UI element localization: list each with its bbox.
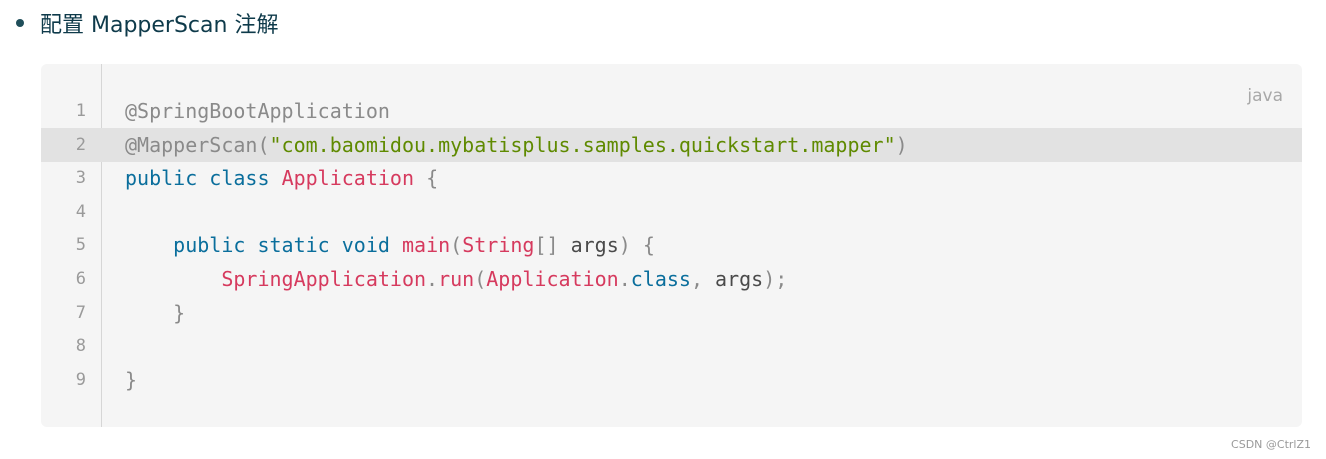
- code-line: 4: [41, 195, 1302, 229]
- code-token: String: [462, 233, 535, 258]
- code-token: .: [426, 267, 439, 291]
- line-number: 4: [75, 201, 86, 222]
- code-token: [414, 166, 426, 190]
- code-line: 2 @MapperScan("com.baomidou.mybatisplus.s…: [41, 127, 1302, 162]
- code-token: "com.baomidou.mybatisplus.samples.quicks…: [269, 132, 896, 157]
- code-token: [330, 233, 342, 257]
- line-number: 9: [75, 369, 86, 390]
- code-token: {: [426, 166, 439, 191]
- code-text: }: [125, 296, 185, 330]
- code-token: }: [173, 300, 186, 325]
- code-token: [270, 166, 282, 190]
- code-token: (: [450, 233, 463, 258]
- code-token: [125, 267, 221, 291]
- code-token: void: [341, 233, 390, 258]
- line-number: 2: [75, 134, 86, 155]
- code-token: SpringApplication: [221, 267, 427, 291]
- code-text: @SpringBootApplication: [125, 94, 390, 128]
- code-line: 5 public static void main(String[] args)…: [41, 228, 1302, 262]
- code-line: 1 @SpringBootApplication: [41, 94, 1302, 128]
- code-token: ): [618, 233, 631, 258]
- code-token: @MapperScan: [125, 132, 258, 157]
- code-token: }: [125, 367, 138, 392]
- code-line: 3 public class Application {: [41, 161, 1302, 195]
- code-token: {: [642, 233, 655, 258]
- line-number: 8: [75, 336, 86, 357]
- code-token: [125, 233, 173, 257]
- gutter-divider: [101, 64, 102, 427]
- line-number: 1: [75, 101, 86, 121]
- code-token: (: [257, 132, 270, 157]
- code-token: [631, 233, 643, 257]
- code-token: public: [125, 166, 198, 191]
- watermark: CSDN @CtrlZ1: [1231, 438, 1311, 451]
- code-token: );: [763, 267, 788, 291]
- code-text: @MapperScan("com.baomidou.mybatisplus.sa…: [125, 128, 908, 162]
- line-number: 3: [75, 168, 86, 189]
- code-token: args: [558, 233, 619, 258]
- code-token: class: [630, 267, 691, 291]
- code-token: [245, 233, 257, 257]
- code-token: ,: [690, 267, 704, 291]
- code-text: }: [125, 363, 137, 397]
- section-heading: 配置 MapperScan 注解: [40, 13, 279, 38]
- code-token: [197, 166, 209, 190]
- code-token: .: [618, 267, 631, 291]
- line-number: 6: [75, 269, 86, 289]
- code-line: 6 SpringApplication.run(Application.clas…: [41, 262, 1302, 296]
- code-token: args: [703, 267, 764, 291]
- line-number: 5: [75, 235, 86, 256]
- code-line: 8: [41, 329, 1302, 363]
- code-text: SpringApplication.run(Application.class,…: [125, 262, 787, 296]
- code-token: static: [257, 233, 330, 258]
- code-line: 9}: [41, 363, 1302, 397]
- line-number: 7: [75, 302, 86, 323]
- code-token: class: [209, 166, 270, 191]
- code-token: (: [474, 267, 487, 291]
- code-token: []: [534, 233, 559, 258]
- language-label: java: [1247, 86, 1283, 106]
- code-token: Application: [486, 267, 619, 291]
- code-token: @SpringBootApplication: [125, 99, 390, 123]
- code-token: run: [438, 267, 475, 291]
- code-text: public class Application {: [125, 161, 438, 195]
- code-block: java 1 @SpringBootApplication 2 @MapperScan…: [41, 64, 1302, 427]
- code-token: main: [401, 233, 451, 258]
- code-token: public: [173, 233, 246, 258]
- bullet-icon: [16, 19, 24, 27]
- list-item: 配置 MapperScan 注解: [16, 6, 278, 40]
- code-text: public static void main(String[] args) {: [125, 228, 655, 262]
- code-token: [390, 233, 402, 257]
- code-token: Application: [281, 166, 415, 191]
- code-token: [125, 301, 173, 325]
- code-token: ): [895, 132, 908, 157]
- code-line: 7 }: [41, 296, 1302, 330]
